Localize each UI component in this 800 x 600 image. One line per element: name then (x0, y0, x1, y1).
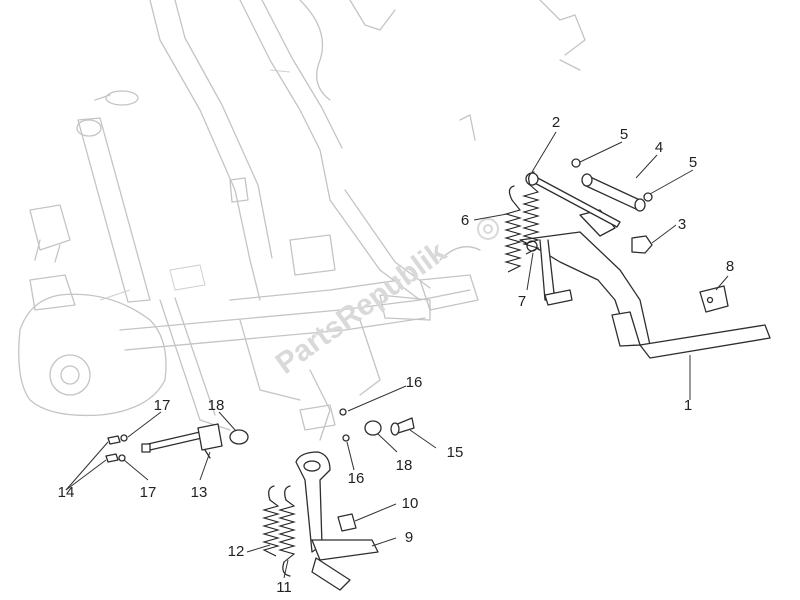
callout-11: 11 (276, 579, 292, 596)
callout-8: 8 (726, 258, 734, 275)
side-stand (295, 451, 379, 591)
callout-5-right: 5 (689, 154, 697, 171)
scooter-frame (18, 0, 586, 441)
callout-18-right: 18 (396, 457, 413, 474)
stand-spring-7 (521, 171, 541, 255)
side-stand-switch (337, 513, 357, 532)
callout-18-left: 18 (208, 397, 225, 414)
callout-17-lower: 17 (140, 484, 157, 501)
callout-14: 14 (58, 484, 75, 501)
callout-15: 15 (447, 444, 464, 461)
callout-2: 2 (552, 114, 560, 131)
callout-4: 4 (655, 139, 663, 156)
sensor-screw-lower (105, 453, 126, 463)
o-ring-right (364, 420, 382, 436)
kickstand-sensor (141, 423, 223, 459)
washer-lower (643, 192, 653, 202)
stand-bolt (390, 417, 415, 436)
o-ring-left (229, 429, 249, 445)
callout-13: 13 (191, 484, 208, 501)
small-nut-lower (342, 434, 350, 442)
stand-bracket (699, 285, 729, 313)
callout-6: 6 (461, 212, 469, 229)
leader-lines (65, 131, 729, 579)
callout-17-upper: 17 (154, 397, 171, 414)
callout-1: 1 (684, 397, 692, 414)
watermark-text: PartsRepublik (270, 235, 453, 380)
stand-spring-6 (503, 185, 523, 273)
callout-12: 12 (228, 543, 245, 560)
pivot-bolt (525, 172, 621, 228)
stand-pin (581, 173, 646, 212)
callout-16-lower: 16 (348, 470, 365, 487)
callout-9: 9 (405, 529, 413, 546)
small-nut-upper (339, 408, 347, 416)
callout-labels: 1 2 3 4 5 5 6 7 8 9 10 11 12 13 14 15 16… (58, 114, 735, 596)
callout-16-upper: 16 (406, 374, 423, 391)
watermark-gear-icon (477, 218, 499, 240)
callout-10: 10 (402, 495, 419, 512)
callout-7: 7 (518, 293, 526, 310)
sensor-screw-upper (107, 434, 128, 445)
callout-3: 3 (678, 216, 686, 233)
callout-5-left: 5 (620, 126, 628, 143)
center-stand (519, 209, 771, 359)
side-stand-spring-12 (261, 485, 281, 557)
side-stand-spring-11 (277, 485, 297, 577)
nut (631, 235, 653, 254)
washer-upper (571, 158, 581, 168)
